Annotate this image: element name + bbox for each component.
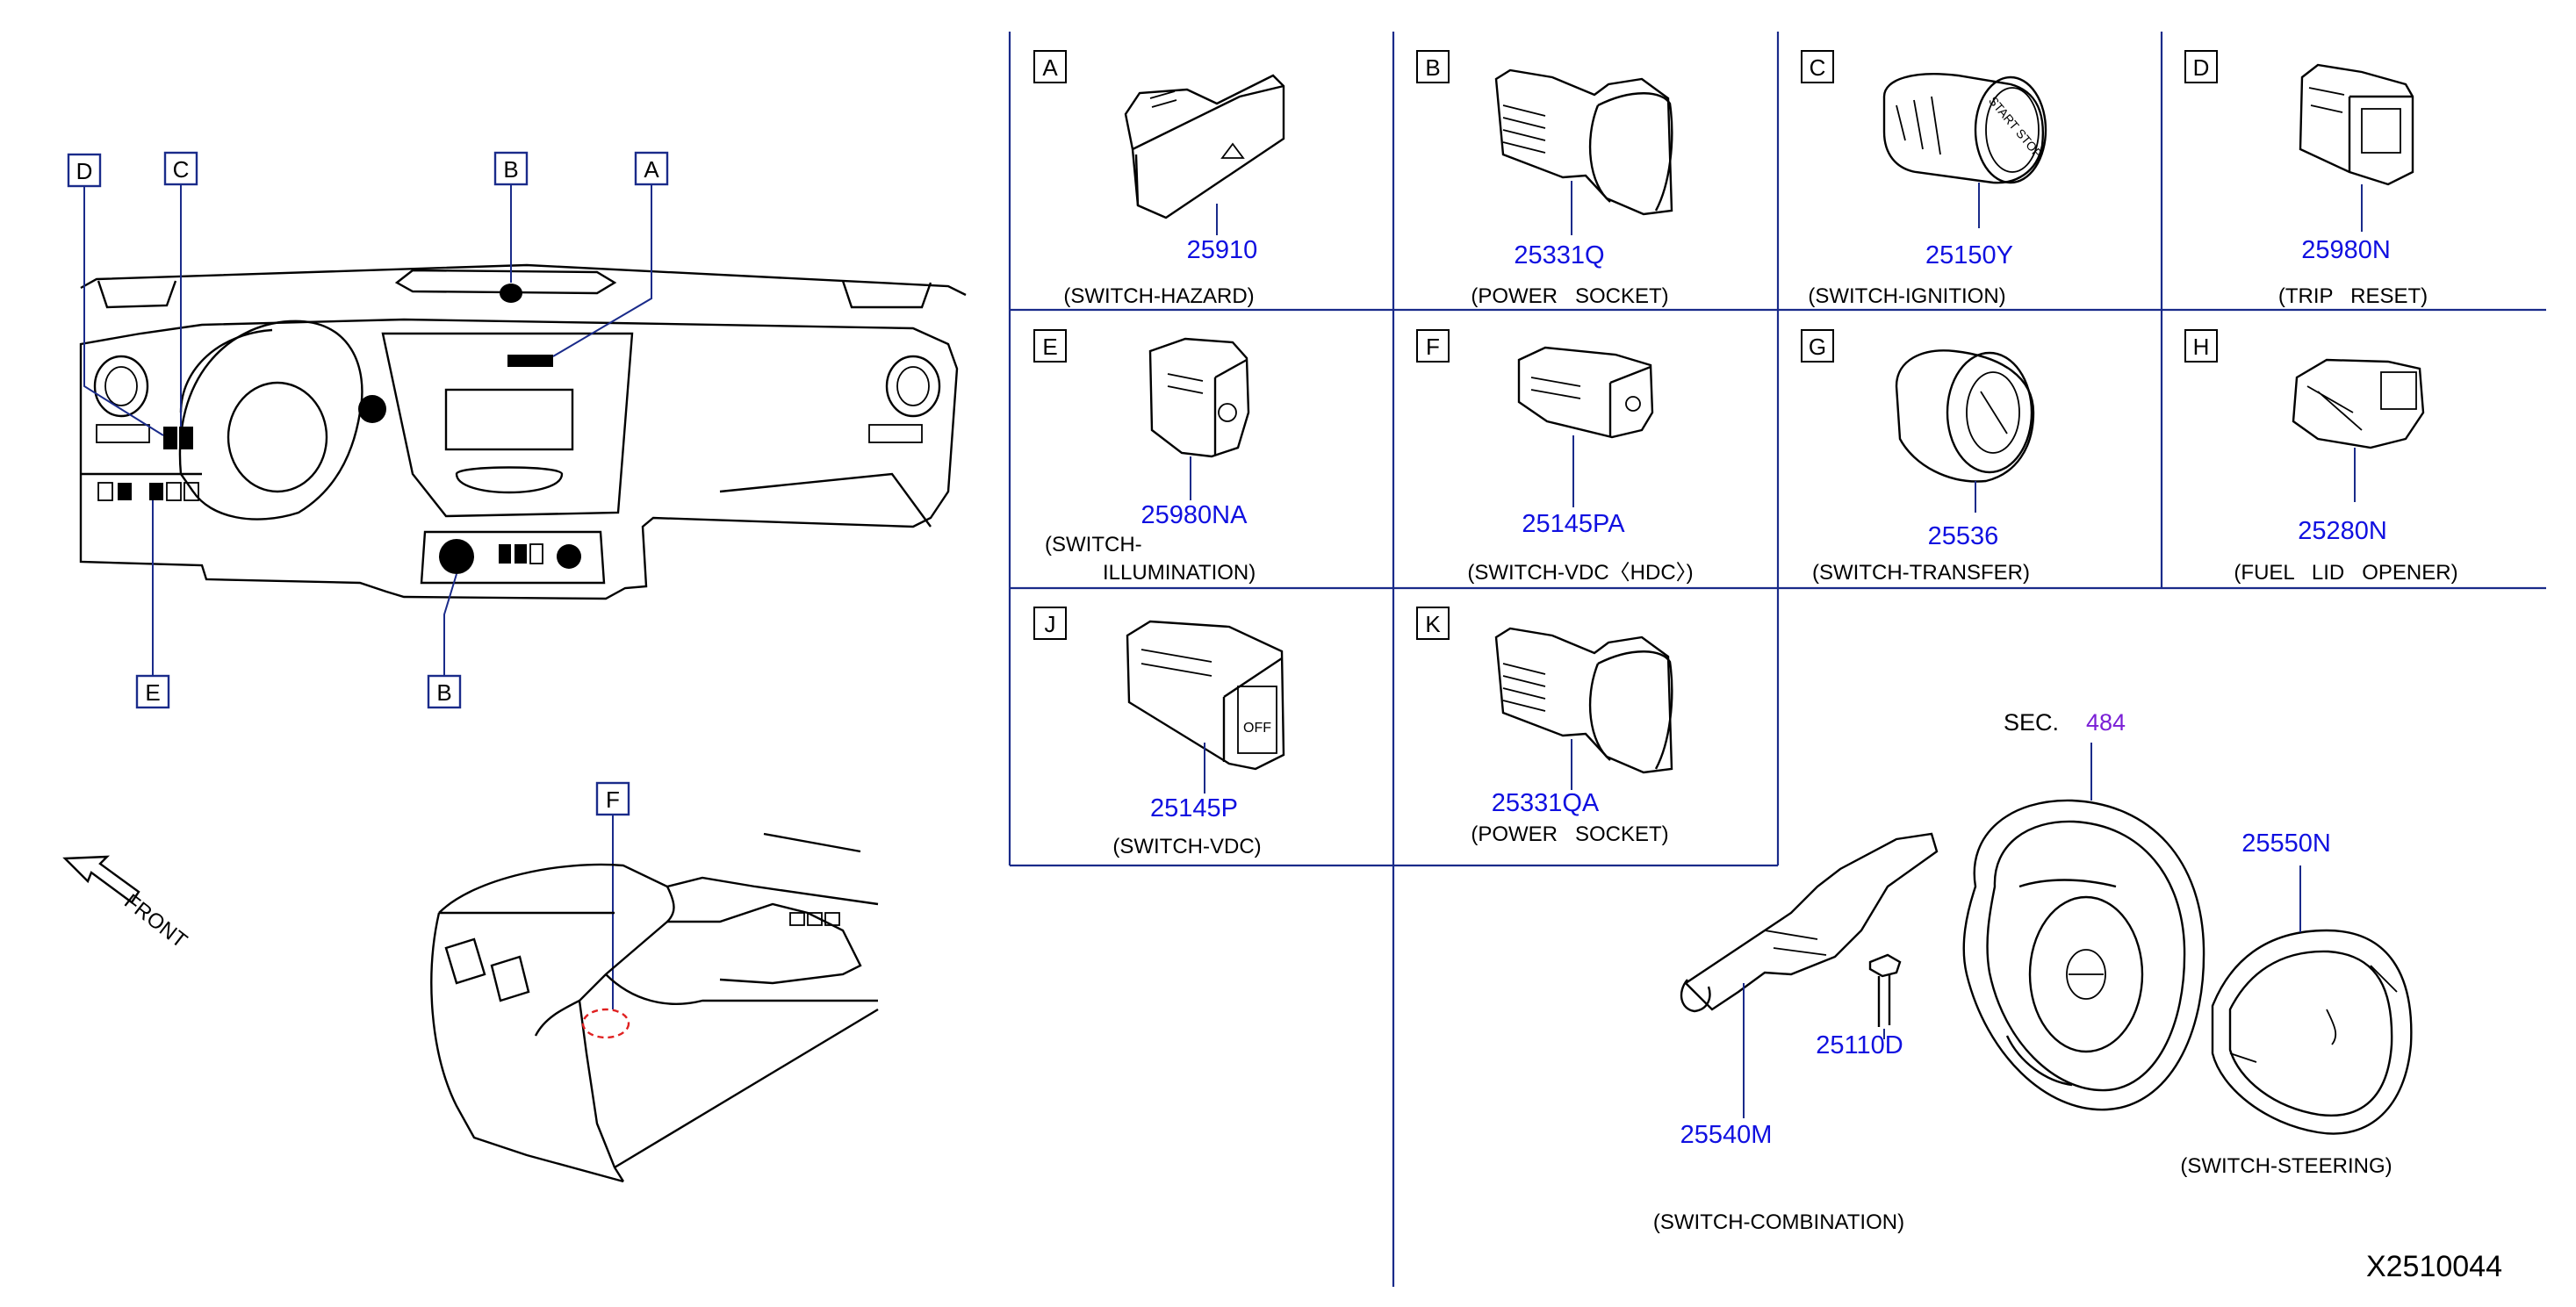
cell-letter-j: J	[1045, 611, 1056, 637]
dashboard-callouts: D C B A E B F	[67, 151, 669, 1009]
steering-wheel-drawing	[1962, 799, 2205, 1111]
part-number-combination[interactable]: 25540M	[1680, 1121, 1773, 1149]
part-number-d[interactable]: 25980N	[2301, 236, 2391, 264]
cell-letter-a: A	[1042, 54, 1058, 81]
part-desc-j: (SWITCH-VDC)	[1112, 835, 1261, 858]
power-socket-k-drawing	[1494, 627, 1673, 790]
desc-combination-switch: (SWITCH-COMBINATION)	[1653, 1210, 1904, 1234]
vdc-off-label: OFF	[1243, 721, 1271, 736]
hazard-switch-drawing	[1124, 74, 1285, 235]
front-label: FRONT	[119, 889, 191, 952]
center-console-drawing	[430, 832, 879, 1183]
cell-letter-k: K	[1425, 611, 1441, 637]
callout-f[interactable]: F	[606, 786, 620, 813]
callout-e[interactable]: E	[145, 679, 160, 706]
cell-letter-f: F	[1426, 334, 1440, 360]
part-number-a[interactable]: 25910	[1187, 236, 1258, 264]
parts-grid	[1008, 32, 2546, 1287]
power-socket-b-drawing	[1494, 68, 1673, 235]
part-number-c[interactable]: 25150Y	[1925, 241, 2013, 269]
callout-a[interactable]: A	[644, 156, 659, 183]
front-arrow: FRONT	[62, 855, 191, 953]
cell-letter-c: C	[1810, 54, 1826, 81]
callout-b-bottom[interactable]: B	[436, 679, 451, 706]
fuel-lid-opener-drawing	[2292, 358, 2425, 502]
part-number-j[interactable]: 25145P	[1150, 794, 1238, 822]
part-desc-f: (SWITCH-VDC〈HDC〉)	[1467, 561, 1693, 585]
cell-labels: 25910 (SWITCH-HAZARD) 25331Q (POWER SOCK…	[1045, 236, 2458, 858]
part-desc-a: (SWITCH-HAZARD)	[1063, 284, 1254, 308]
bolt-drawing	[1868, 953, 1902, 1039]
cell-letter-g: G	[1809, 334, 1826, 360]
sec-label: SEC.	[2004, 709, 2059, 736]
cell-letter-d: D	[2193, 54, 2210, 81]
part-desc-d: (TRIP RESET)	[2278, 284, 2428, 308]
part-desc-h: (FUEL LID OPENER)	[2234, 561, 2457, 585]
dashboard-drawing	[79, 263, 967, 600]
drawing-id: X2510044	[2366, 1250, 2502, 1283]
steering-switch-drawing	[2211, 865, 2413, 1135]
ignition-switch-drawing: START STOP	[1882, 73, 2047, 228]
part-desc-e: (SWITCH-	[1045, 533, 1142, 557]
part-number-h[interactable]: 25280N	[2298, 517, 2387, 545]
callout-c[interactable]: C	[173, 156, 190, 183]
desc-steering-switch: (SWITCH-STEERING)	[2180, 1154, 2392, 1178]
callout-b-top[interactable]: B	[503, 156, 518, 183]
part-desc-k: (POWER SOCKET)	[1471, 822, 1668, 846]
illumination-switch-drawing	[1148, 337, 1250, 500]
part-desc-c: (SWITCH-IGNITION)	[1808, 284, 2005, 308]
sec-number[interactable]: 484	[2086, 709, 2126, 736]
part-number-g[interactable]: 25536	[1928, 522, 1999, 550]
part-desc-e-line2: ILLUMINATION)	[1103, 561, 1256, 585]
dashed-circle-marker	[581, 1008, 630, 1039]
cell-letter-e: E	[1042, 334, 1057, 360]
cell-letter-boxes: A B C D E F G H J K	[1033, 50, 2218, 640]
trip-reset-switch-drawing	[2299, 63, 2414, 232]
part-desc-g: (SWITCH-TRANSFER)	[1812, 561, 2030, 585]
combination-switch-drawing	[1680, 832, 1939, 1118]
part-number-bolt[interactable]: 25110D	[1816, 1031, 1903, 1059]
steering-section: SEC. 484	[1653, 709, 2413, 1234]
cell-letter-h: H	[2193, 334, 2210, 360]
part-desc-b: (POWER SOCKET)	[1471, 284, 1668, 308]
part-number-f[interactable]: 25145PA	[1522, 510, 1625, 538]
callout-d[interactable]: D	[76, 158, 93, 184]
vdc-switch-drawing: OFF	[1126, 620, 1285, 794]
vdc-hdc-switch-drawing	[1517, 346, 1654, 507]
part-number-b[interactable]: 25331Q	[1514, 241, 1604, 269]
part-number-e[interactable]: 25980NA	[1141, 501, 1248, 529]
transfer-switch-drawing	[1895, 349, 2035, 513]
part-number-k[interactable]: 25331QA	[1492, 789, 1600, 817]
cell-letter-b: B	[1425, 54, 1440, 81]
part-number-steering-switch[interactable]: 25550N	[2241, 829, 2331, 858]
